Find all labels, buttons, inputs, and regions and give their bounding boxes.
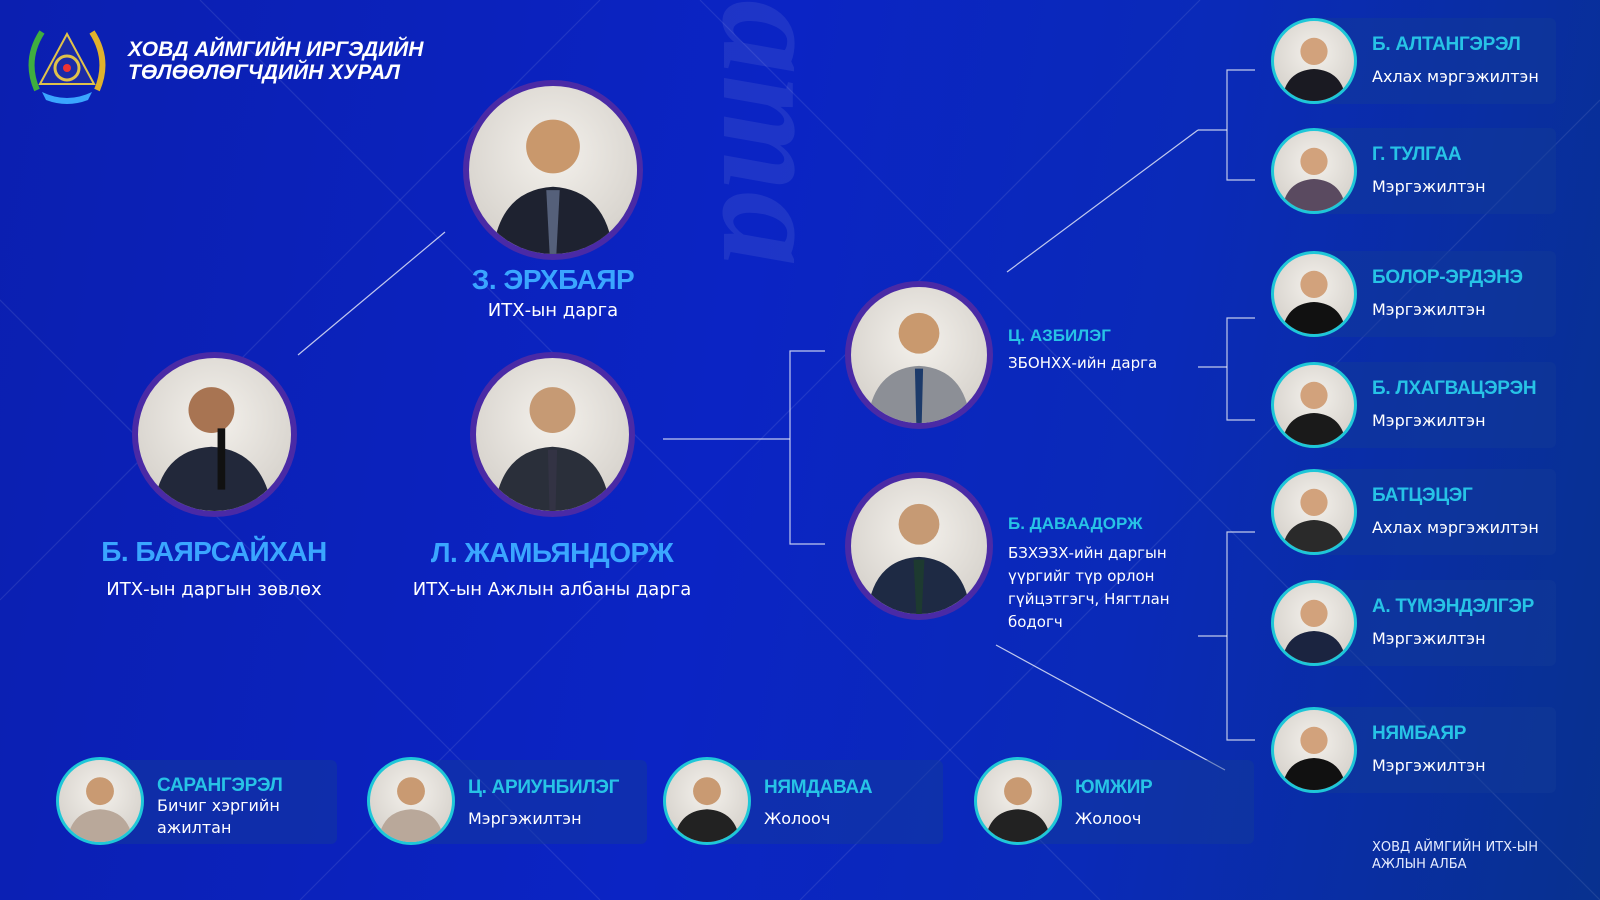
leader-role: ИТХ-ын дарга bbox=[487, 300, 619, 321]
bottom-staff-name: НЯМДАВАА bbox=[764, 777, 873, 798]
bottom-staff-name: ЮМЖИР bbox=[1075, 777, 1153, 798]
staff-photo bbox=[1271, 128, 1357, 214]
staff-role: Мэргэжилтэн bbox=[1372, 300, 1486, 319]
role-line: гүйцэтгэгч, Нягтлан bbox=[1008, 590, 1170, 608]
staff-role: Мэргэжилтэн bbox=[1372, 177, 1486, 196]
manager-name: Б. ДАВААДОРЖ bbox=[1008, 514, 1143, 533]
bottom-staff-photo bbox=[663, 757, 751, 845]
bottom-staff-name: Ц. АРИУНБИЛЭГ bbox=[468, 777, 620, 798]
organization-title: ХОВД АЙМГИЙН ИРГЭДИЙН ТӨЛӨӨЛӨГЧДИЙН ХУРА… bbox=[128, 38, 423, 84]
staff-name: БОЛОР-ЭРДЭНЭ bbox=[1372, 267, 1523, 288]
bottom-staff-photo bbox=[56, 757, 144, 845]
role-line: Бичиг хэргийн bbox=[157, 796, 280, 815]
manager-photo-davaadorj bbox=[845, 472, 993, 620]
footer-text: ХОВД АЙМГИЙН ИТХ-ЫН АЖЛЫН АЛБА bbox=[1372, 839, 1538, 873]
staff-photo bbox=[1271, 580, 1357, 666]
leader-role: ИТХ-ын Ажлын албаны дарга bbox=[412, 579, 692, 600]
manager-photo-azbileg bbox=[845, 281, 993, 429]
leader-photo-jamiyandorj bbox=[470, 352, 635, 517]
footer-line-1: ХОВД АЙМГИЙН ИТХ-ЫН bbox=[1372, 840, 1538, 855]
leader-name: Б. БАЯРСАЙХАН bbox=[101, 536, 327, 567]
leader-name: Л. ЖАМЬЯНДОРЖ bbox=[430, 537, 674, 568]
manager-role: ЗБОНХХ-ийн дарга bbox=[1008, 354, 1158, 372]
staff-name: Г. ТУЛГАА bbox=[1372, 144, 1462, 165]
staff-photo bbox=[1271, 707, 1357, 793]
role-line: үүргийг түр орлон bbox=[1008, 567, 1155, 585]
staff-role: Мэргэжилтэн bbox=[1372, 756, 1486, 775]
bottom-staff-role: Мэргэжилтэн bbox=[468, 809, 582, 828]
org-connector-lines bbox=[297, 69, 1255, 771]
title-line-2: ТӨЛӨӨЛӨГЧДИЙН ХУРАЛ bbox=[128, 61, 400, 84]
staff-photo bbox=[1271, 18, 1357, 104]
role-line: ажилтан bbox=[157, 818, 232, 837]
bottom-staff-photo bbox=[974, 757, 1062, 845]
bottom-staff-photo bbox=[367, 757, 455, 845]
staff-photo bbox=[1271, 362, 1357, 448]
manager-role: БЗХЭЗХ-ийн даргын үүргийг түр орлон гүйц… bbox=[1008, 542, 1170, 634]
staff-role: Ахлах мэргэжилтэн bbox=[1372, 67, 1539, 86]
leader-photo-erkhbayar bbox=[463, 80, 643, 260]
staff-name: НЯМБАЯР bbox=[1372, 723, 1467, 744]
staff-role: Мэргэжилтэн bbox=[1372, 629, 1486, 648]
staff-photo bbox=[1271, 469, 1357, 555]
bottom-staff-name: САРАНГЭРЭЛ bbox=[157, 775, 283, 796]
bottom-staff-role: Бичиг хэргийн ажилтан bbox=[157, 795, 280, 839]
role-line: бодогч bbox=[1008, 613, 1063, 631]
watermark-text: ama bbox=[691, 0, 857, 267]
footer-line-2: АЖЛЫН АЛБА bbox=[1372, 857, 1467, 872]
bottom-staff-role: Жолооч bbox=[764, 809, 831, 828]
leader-name: З. ЭРХБАЯР bbox=[471, 264, 635, 295]
staff-role: Мэргэжилтэн bbox=[1372, 411, 1486, 430]
logo-emblem bbox=[28, 30, 106, 104]
staff-photo bbox=[1271, 251, 1357, 337]
staff-name: Б. ЛХАГВАЦЭРЭН bbox=[1372, 378, 1537, 399]
bottom-staff-role: Жолооч bbox=[1075, 809, 1142, 828]
staff-name: А. ТҮМЭНДЭЛГЭР bbox=[1372, 596, 1534, 617]
staff-role: Ахлах мэргэжилтэн bbox=[1372, 518, 1539, 537]
leader-role: ИТХ-ын даргын зөвлөх bbox=[106, 579, 322, 600]
staff-name: БАТЦЭЦЭГ bbox=[1372, 485, 1473, 506]
manager-name: Ц. АЗБИЛЭГ bbox=[1008, 326, 1111, 345]
leader-photo-bayarsaikhan bbox=[132, 352, 297, 517]
title-line-1: ХОВД АЙМГИЙН ИРГЭДИЙН bbox=[128, 38, 424, 61]
staff-name: Б. АЛТАНГЭРЭЛ bbox=[1372, 34, 1521, 55]
role-line: БЗХЭЗХ-ийн даргын bbox=[1008, 544, 1167, 562]
